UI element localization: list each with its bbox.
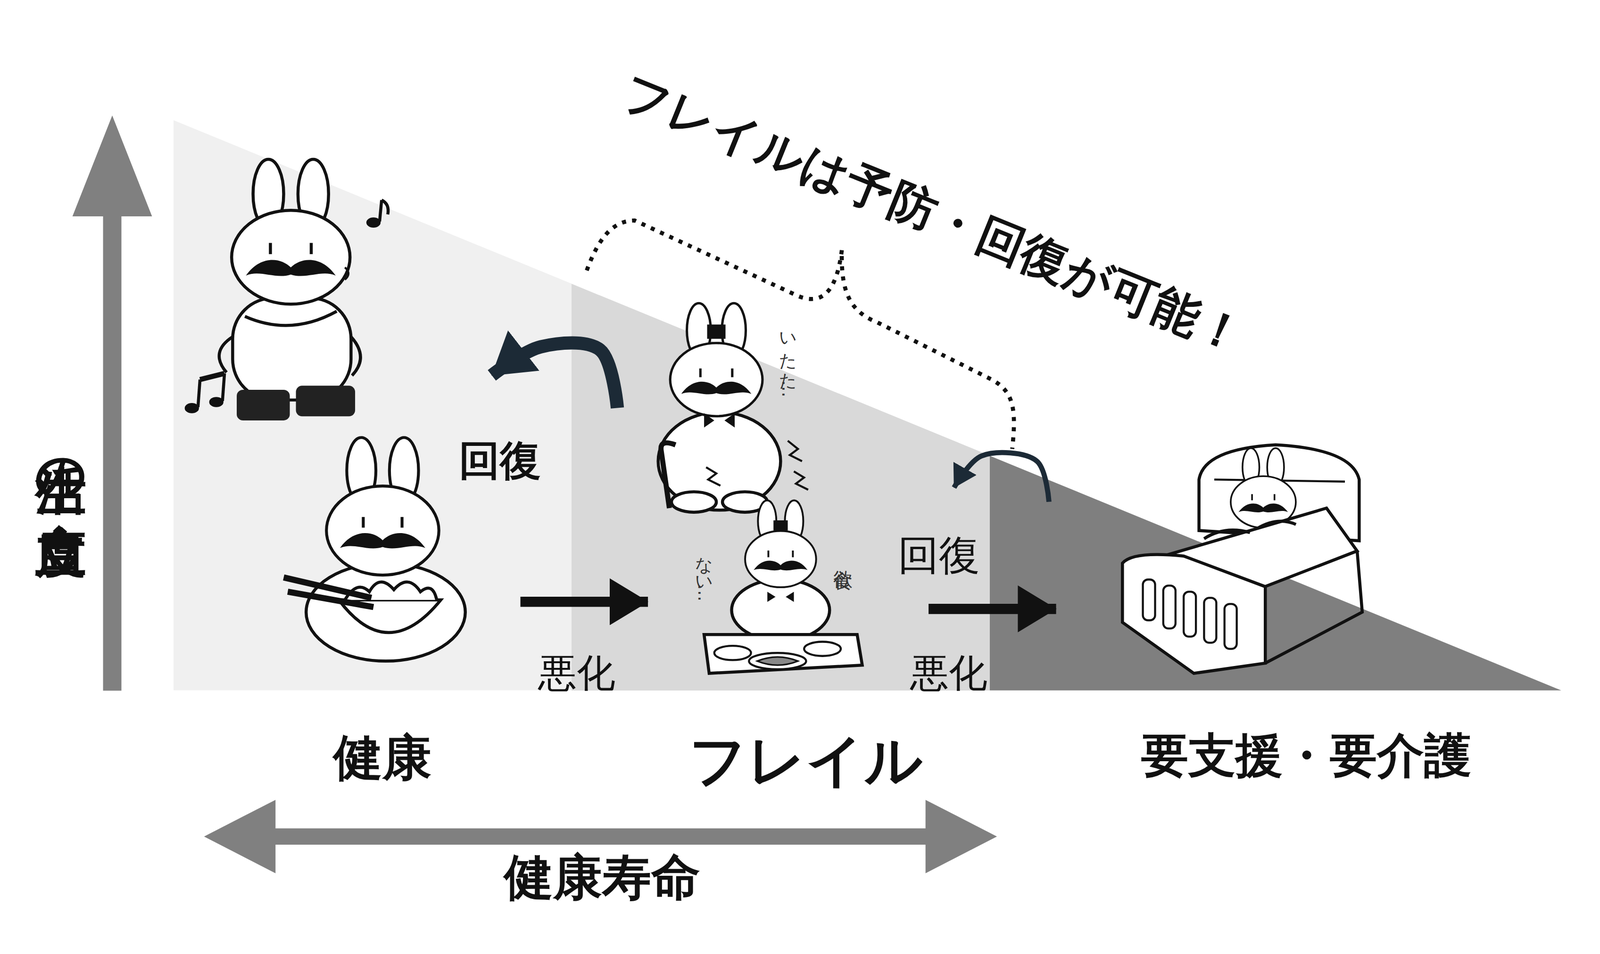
band-fill <box>571 283 990 691</box>
recover-arrow <box>491 342 618 408</box>
handwritten-note: ない… <box>694 545 714 603</box>
axis-arrow <box>72 115 153 691</box>
edge-label: 悪化 <box>910 652 988 695</box>
band-shape <box>989 455 1562 691</box>
band-fill <box>989 455 1562 691</box>
stage-band: 要支援・要介護 <box>989 455 1562 691</box>
worsen-arrow <box>520 596 648 608</box>
worsen-arrow <box>928 604 1057 615</box>
slogan: フレイルは予防・回復が可能！ <box>615 65 1252 363</box>
stage-label: 健康 <box>0 728 791 788</box>
stage-label: フレイル <box>397 726 1215 796</box>
edge-label: 回復 <box>458 438 541 484</box>
stage-label: 要支援・要介護 <box>897 727 1600 784</box>
handwritten-note: いたた… <box>778 320 797 398</box>
axis-label: 生活の自立度 <box>33 424 90 484</box>
band-fill <box>173 120 572 691</box>
stage-band: 健康 <box>173 120 572 691</box>
edge-label: 回復 <box>897 533 980 579</box>
edge-label: 悪化 <box>538 652 616 695</box>
recover-arrow <box>953 452 1049 502</box>
span-label: 健康寿命 <box>504 850 701 905</box>
band-shape <box>173 120 572 691</box>
